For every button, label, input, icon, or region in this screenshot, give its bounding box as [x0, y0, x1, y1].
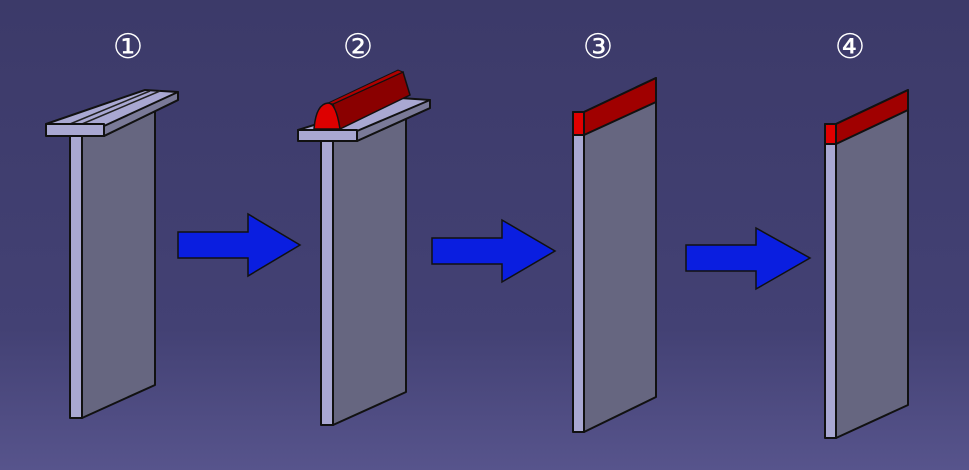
arrow-icon-1: [177, 212, 302, 278]
step-label-3: ③: [583, 27, 613, 67]
step-label-1: ①: [113, 27, 143, 67]
step-label-2: ②: [343, 27, 373, 67]
welded-panel-3: [572, 77, 657, 433]
t-joint-panel-2: [297, 69, 431, 426]
arrow-icon-3: [685, 226, 812, 291]
finished-panel-4: [824, 89, 909, 439]
step-label-4: ④: [835, 27, 865, 67]
arrow-icon-2: [431, 218, 557, 284]
t-joint-panel-1: [45, 89, 179, 419]
